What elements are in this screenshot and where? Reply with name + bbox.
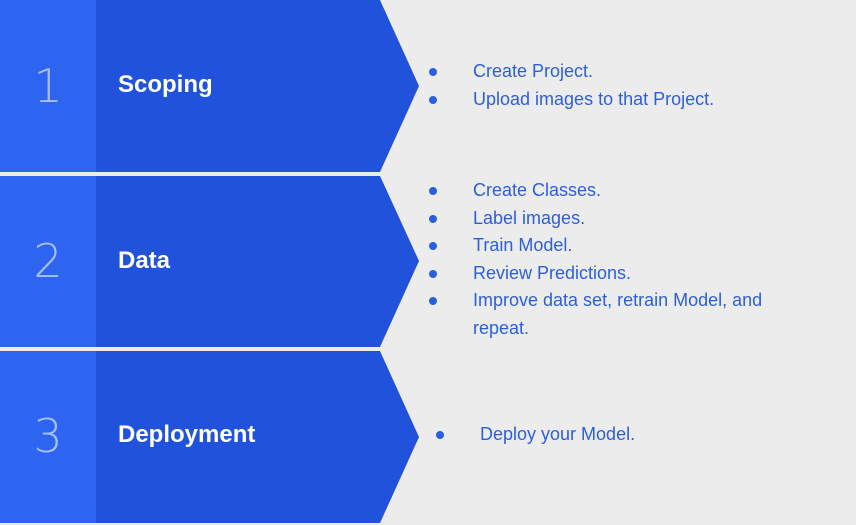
list-item: Create Project.: [429, 58, 813, 86]
list-item: Improve data set, retrain Model, and rep…: [429, 287, 813, 342]
number-column-2: [0, 176, 96, 347]
data-task-list: Create Classes. Label images. Train Mode…: [429, 177, 813, 342]
stage-number-2: 2: [33, 234, 63, 288]
list-item: Train Model.: [429, 232, 813, 260]
stage-number-3: 3: [33, 409, 63, 463]
list-item: Upload images to that Project.: [429, 86, 813, 114]
deployment-task-list: Deploy your Model.: [436, 421, 820, 449]
chevron-3: [96, 351, 419, 523]
scoping-task-list: Create Project. Upload images to that Pr…: [429, 58, 813, 113]
list-item: Label images.: [429, 205, 813, 233]
stage-number-1: 1: [33, 59, 63, 113]
list-item: Deploy your Model.: [436, 421, 820, 449]
chevron-2: [96, 176, 419, 347]
list-item: Create Classes.: [429, 177, 813, 205]
stage-title-data: Data: [118, 247, 171, 274]
chevron-1: [96, 0, 419, 172]
number-column-3: [0, 351, 96, 523]
list-item: Review Predictions.: [429, 260, 813, 288]
number-column-1: [0, 0, 96, 172]
stage-title-scoping: Scoping: [118, 71, 213, 98]
stage-title-deployment: Deployment: [118, 421, 256, 448]
